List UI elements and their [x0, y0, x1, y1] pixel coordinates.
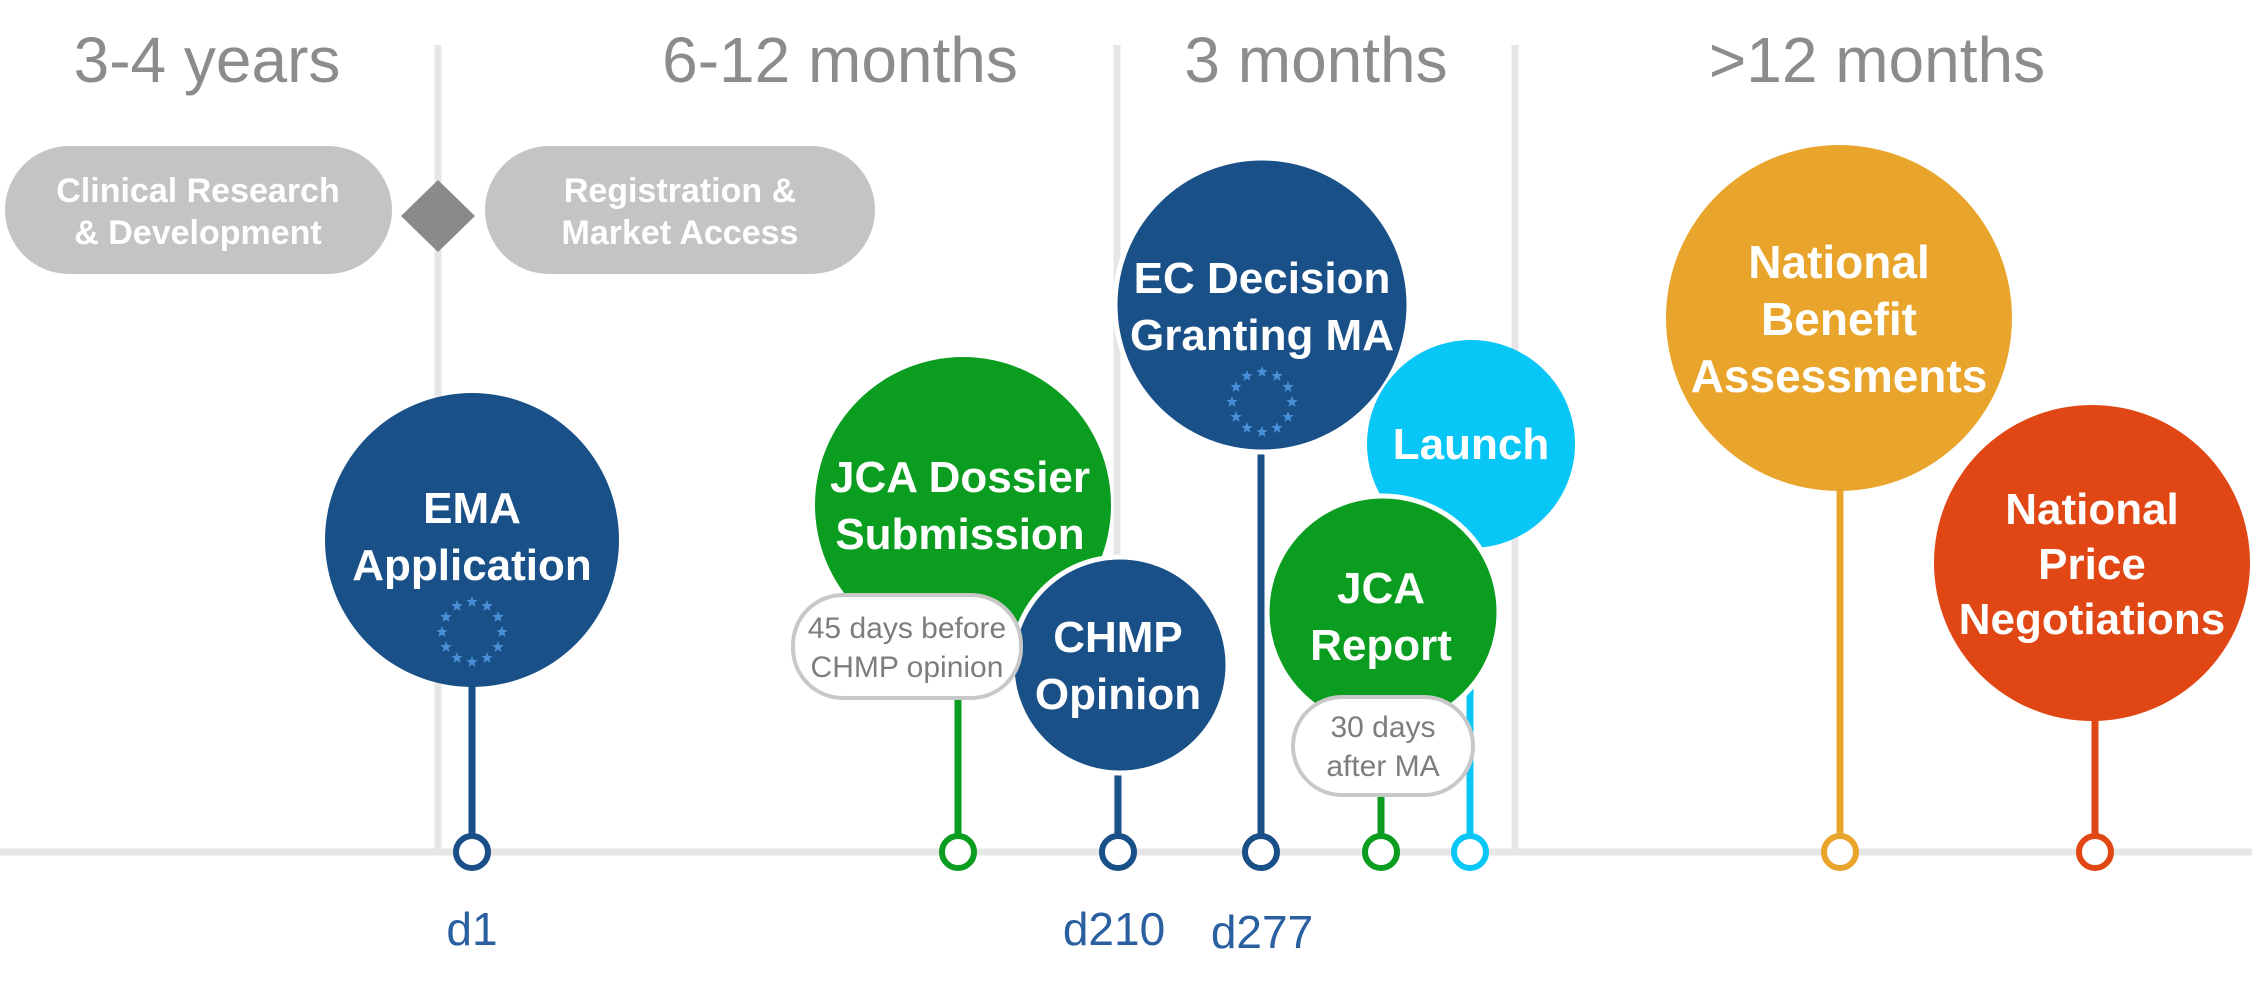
bubble-launch: Launch — [1367, 340, 1575, 548]
day-label-d1: d1 — [446, 903, 497, 955]
diamond-separator — [401, 180, 475, 252]
launch-label: Launch — [1393, 420, 1549, 469]
node-launch — [1451, 833, 1489, 871]
node-jca-dossier — [939, 833, 977, 871]
nba-line3: Assessments — [1691, 350, 1988, 402]
pill-registration-line1: Registration & — [564, 172, 796, 210]
node-npn — [2076, 833, 2114, 871]
ema-line2: Application — [352, 541, 592, 590]
node-ema — [453, 833, 491, 871]
eu-star — [1271, 370, 1283, 381]
note-dossier: 45 days before CHMP opinion — [791, 593, 1023, 700]
eu-star — [440, 641, 452, 652]
eu-star — [1256, 366, 1268, 377]
eu-star — [451, 651, 463, 663]
eu-star — [1271, 421, 1283, 433]
eu-star — [451, 600, 463, 611]
eu-star — [1241, 421, 1253, 433]
eu-star — [440, 611, 452, 622]
pill-registration: Registration & Market Access — [485, 146, 875, 274]
phase-label-1: 3-4 years — [74, 24, 341, 96]
eu-stars-icon — [436, 596, 508, 667]
pill-registration-line2: Market Access — [562, 214, 799, 252]
eu-star — [1256, 426, 1268, 437]
jca-dossier-line1: JCA Dossier — [830, 453, 1090, 502]
jca-report-line2: Report — [1310, 621, 1452, 670]
note-report-line1: 30 days — [1330, 711, 1435, 744]
eu-star — [1230, 411, 1242, 422]
day-label-d210: d210 — [1063, 903, 1165, 955]
jca-report-line1: JCA — [1337, 564, 1425, 613]
phase-label-2: 6-12 months — [662, 24, 1018, 96]
pill-clinical-research: Clinical Research & Development — [5, 146, 392, 274]
note-report: 30 days after MA — [1291, 695, 1475, 797]
chmp-line1: CHMP — [1053, 613, 1183, 662]
bubble-ema-application: EMA Application — [325, 393, 619, 687]
ema-line1: EMA — [423, 484, 521, 533]
node-ec — [1242, 833, 1280, 871]
note-dossier-line1: 45 days before — [808, 612, 1006, 645]
eu-star — [1282, 381, 1294, 392]
nba-line2: Benefit — [1761, 293, 1917, 345]
eu-stars-icon — [1226, 366, 1298, 437]
eu-star — [466, 656, 478, 667]
note-dossier-line2: CHMP opinion — [811, 651, 1004, 684]
bubble-chmp-opinion: CHMP Opinion — [1009, 554, 1231, 776]
eu-star — [481, 600, 493, 611]
eu-star — [436, 626, 448, 637]
chmp-line2: Opinion — [1035, 670, 1201, 719]
eu-star — [1241, 370, 1253, 381]
eu-star — [1226, 396, 1238, 407]
phase-label-3: 3 months — [1184, 24, 1447, 96]
eu-star — [496, 626, 508, 637]
jca-dossier-line2: Submission — [835, 510, 1084, 559]
ec-line1: EC Decision — [1134, 254, 1391, 303]
bubble-jca-dossier: JCA Dossier Submission — [815, 357, 1111, 653]
node-chmp — [1099, 833, 1137, 871]
eu-star — [1230, 381, 1242, 392]
eu-star — [492, 611, 504, 622]
node-nba — [1821, 833, 1859, 871]
eu-star — [492, 641, 504, 652]
bubble-national-benefit: National Benefit Assessments — [1666, 145, 2012, 491]
phase-label-4: >12 months — [1709, 24, 2045, 96]
ec-line2: Granting MA — [1130, 311, 1394, 360]
npn-line2: Price — [2038, 540, 2146, 589]
bubble-jca-report: JCA Report — [1264, 493, 1502, 731]
npn-line3: Negotiations — [1959, 595, 2225, 644]
eu-star — [481, 651, 493, 663]
eu-star — [1286, 396, 1298, 407]
eu-star — [466, 596, 478, 607]
note-report-line2: after MA — [1326, 750, 1439, 783]
bubble-ec-decision: EC Decision Granting MA — [1112, 155, 1412, 455]
node-jca-report — [1362, 833, 1400, 871]
day-label-d277: d277 — [1211, 906, 1313, 958]
nba-line1: National — [1748, 236, 1929, 288]
npn-line1: National — [2005, 485, 2179, 534]
eu-star — [1282, 411, 1294, 422]
pill-clinical-line2: & Development — [74, 214, 322, 252]
bubble-national-price: National Price Negotiations — [1934, 405, 2250, 721]
pill-clinical-line1: Clinical Research — [56, 172, 339, 210]
